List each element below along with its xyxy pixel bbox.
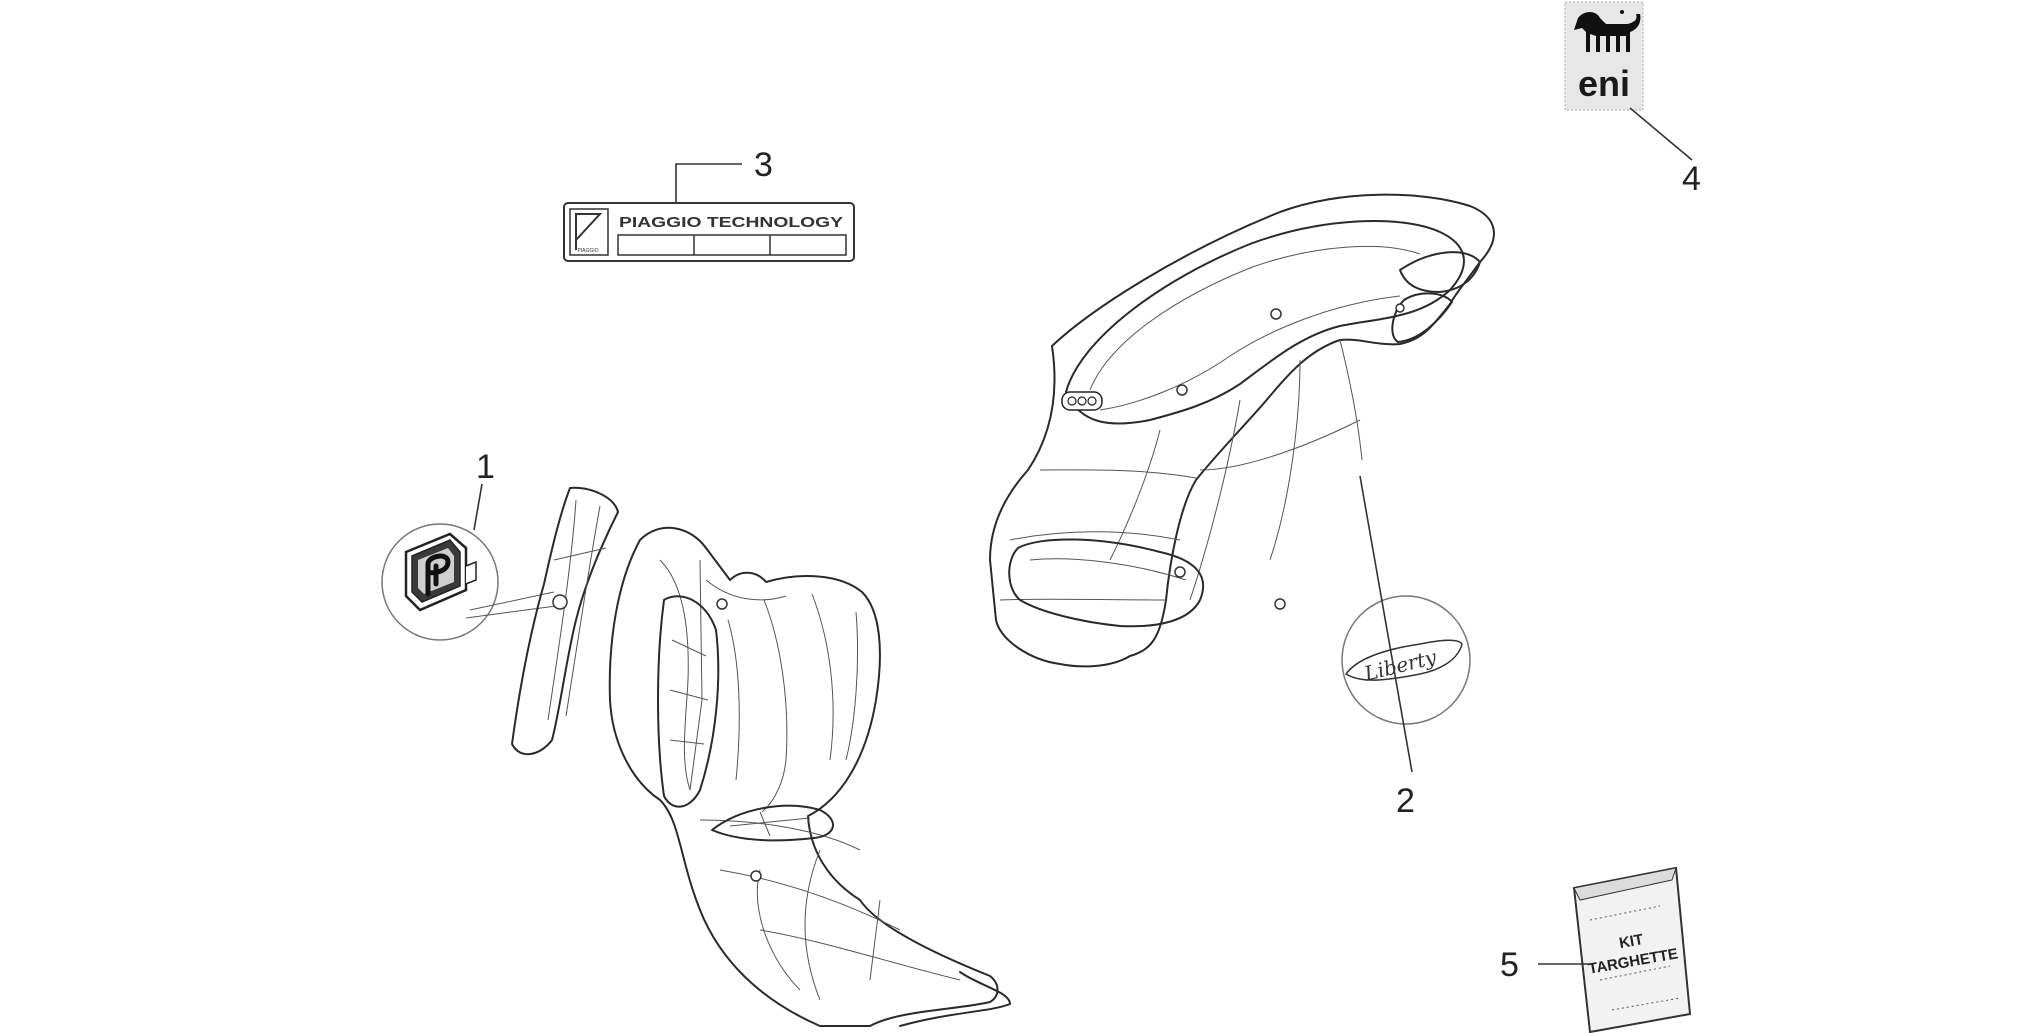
eni-logo-text: eni [1578,63,1630,104]
leader-line-3 [675,163,742,203]
kit-targhette-bag: KIT TARGHETTE [1538,866,1692,1033]
piaggio-emblem-icon [425,553,451,597]
leader-line-1 [473,483,483,531]
callout-label-2: 2 [1396,782,1415,820]
rear-body-shell [989,193,1495,668]
eni-badge: eni [1564,1,1693,161]
leader-line-2 [1359,475,1413,773]
front-shield-cover [511,486,1011,1027]
leader-line-4 [1629,107,1693,161]
callout-label-1: 1 [476,448,495,486]
piaggio-technology-text: PIAGGIO TECHNOLOGY [619,214,843,231]
piaggio-technology-decal: PIAGGIO PIAGGIO TECHNOLOGY [563,163,855,262]
piaggio-badge-detail [381,483,557,641]
six-legged-dog-icon [1574,12,1641,52]
callout-label-3: 3 [754,146,773,184]
kit-bag-label-line1: KIT [1618,931,1645,952]
piaggio-mini-logo-text: PIAGGIO [577,248,598,254]
callout-label-4: 4 [1682,160,1701,198]
callout-label-5: 5 [1500,946,1519,984]
liberty-decal-detail: Liberty [1341,475,1471,773]
